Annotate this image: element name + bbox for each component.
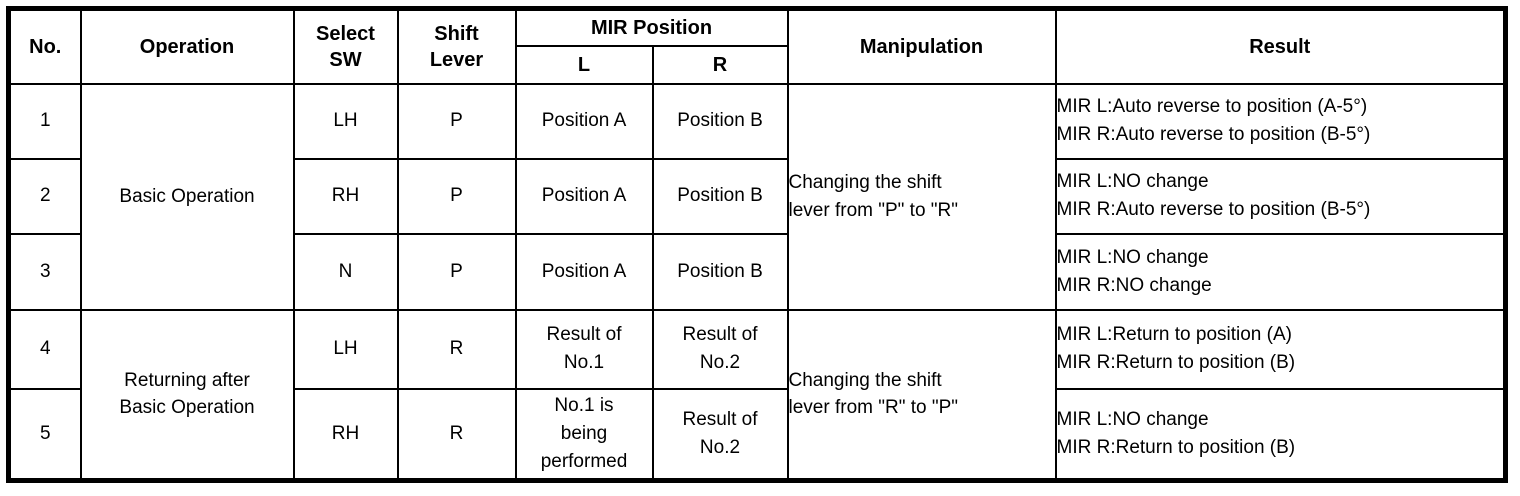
- cell-mir-r-4: Result of No.2: [651, 308, 789, 390]
- header-manipulation: Manipulation: [786, 7, 1057, 85]
- cell-no-1: 1: [7, 82, 82, 160]
- cell-select-sw-1: LH: [292, 82, 399, 160]
- cell-mir-r-5: Result of No.2: [651, 387, 789, 482]
- header-result: Result: [1054, 7, 1507, 85]
- cell-select-sw-2: RH: [292, 157, 399, 235]
- cell-mir-r-1: Position B: [651, 82, 789, 160]
- cell-result-5: MIR L:NO change MIR R:Return to position…: [1054, 387, 1507, 482]
- header-shift-lever: Shift Lever: [396, 7, 517, 85]
- cell-no-3: 3: [7, 232, 82, 311]
- cell-result-2: MIR L:NO change MIR R:Auto reverse to po…: [1054, 157, 1507, 235]
- cell-result-3: MIR L:NO change MIR R:NO change: [1054, 232, 1507, 311]
- cell-no-2: 2: [7, 157, 82, 235]
- header-select-sw: Select SW: [292, 7, 399, 85]
- mir-operation-table: No. Operation Select SW Shift Lever MIR …: [6, 6, 1508, 483]
- cell-mir-l-1: Position A: [514, 82, 654, 160]
- cell-select-sw-4: LH: [292, 308, 399, 390]
- cell-operation-basic: Basic Operation: [79, 82, 295, 311]
- table-row: 3 N P Position A Position B MIR L:NO cha…: [7, 232, 1507, 311]
- table-row: 1 Basic Operation LH P Position A Positi…: [7, 82, 1507, 311]
- cell-shift-lever-1: P: [396, 82, 517, 160]
- cell-mir-l-4: Result of No.1: [514, 308, 654, 390]
- header-mir-r: R: [651, 44, 789, 85]
- cell-no-4: 4: [7, 308, 82, 390]
- cell-result-4: MIR L:Return to position (A) MIR R:Retur…: [1054, 308, 1507, 390]
- cell-mir-r-3: Position B: [651, 232, 789, 311]
- cell-mir-l-3: Position A: [514, 232, 654, 311]
- cell-manipulation-p-to-r: Changing the shift lever from "P" to "R": [786, 82, 1057, 311]
- header-mir-l: L: [514, 44, 654, 85]
- table-row: 2 RH P Position A Position B MIR L:NO ch…: [7, 157, 1507, 235]
- cell-manipulation-r-to-p: Changing the shift lever from "R" to "P": [786, 308, 1057, 482]
- cell-no-5: 5: [7, 387, 82, 482]
- table-row: 4 Returning after Basic Operation LH R R…: [7, 308, 1507, 482]
- header-no: No.: [7, 7, 82, 85]
- header-operation: Operation: [79, 7, 295, 85]
- cell-shift-lever-5: R: [396, 387, 517, 482]
- cell-mir-l-2: Position A: [514, 157, 654, 235]
- table-row: 5 RH R No.1 is being performed Result of…: [7, 387, 1507, 482]
- cell-mir-l-5: No.1 is being performed: [514, 387, 654, 482]
- cell-select-sw-5: RH: [292, 387, 399, 482]
- cell-mir-r-2: Position B: [651, 157, 789, 235]
- cell-shift-lever-3: P: [396, 232, 517, 311]
- cell-shift-lever-2: P: [396, 157, 517, 235]
- cell-select-sw-3: N: [292, 232, 399, 311]
- cell-result-1: MIR L:Auto reverse to position (A-5°) MI…: [1054, 82, 1507, 160]
- header-mir-position: MIR Position: [514, 7, 789, 47]
- cell-shift-lever-4: R: [396, 308, 517, 390]
- cell-operation-returning: Returning after Basic Operation: [79, 308, 295, 482]
